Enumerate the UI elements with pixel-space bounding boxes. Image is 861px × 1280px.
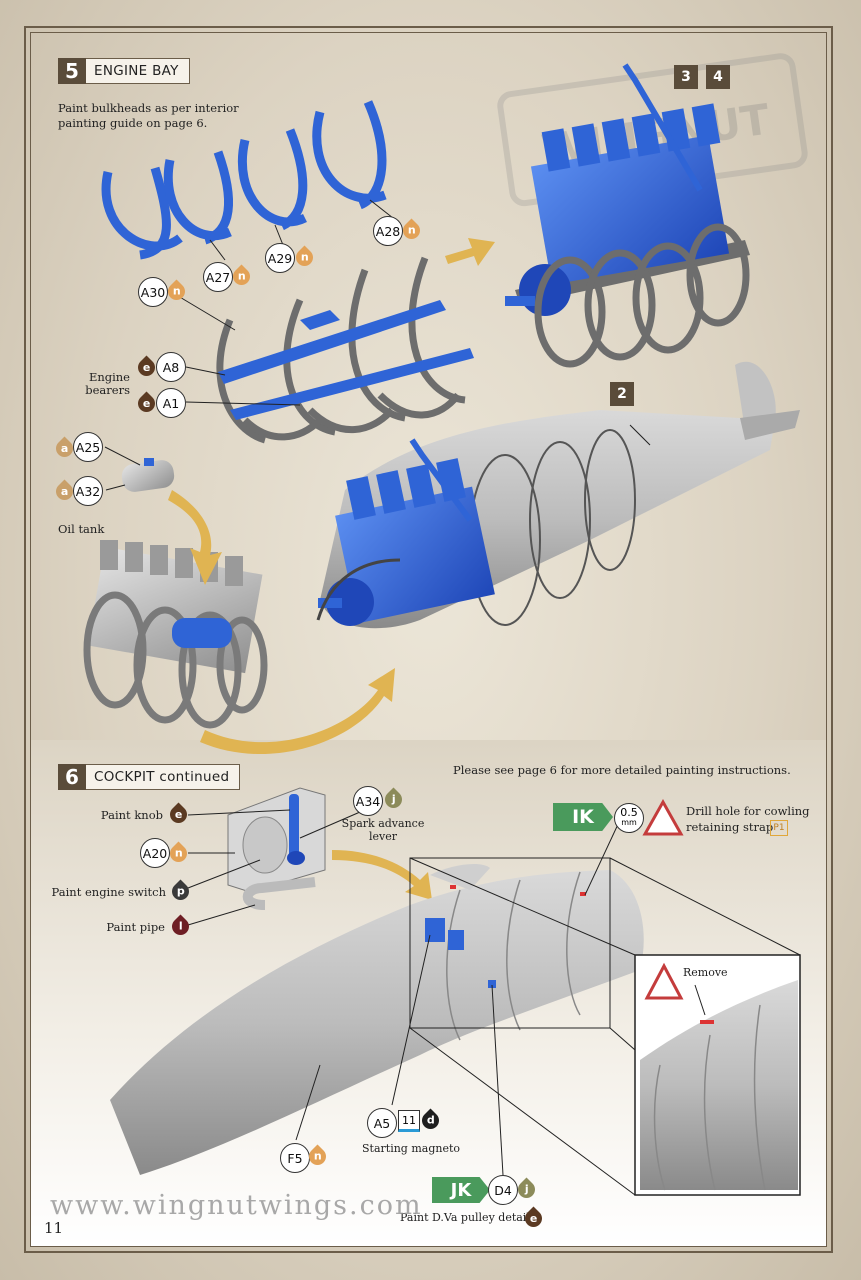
arrow-panel [332, 850, 432, 900]
jk-tag: JK [432, 1177, 490, 1203]
part-a27: A27 [203, 262, 233, 292]
step-5-note: Paint bulkheads as per interior painting… [58, 101, 239, 130]
drill-note-line1: Drill hole for cowling [686, 804, 810, 818]
drill-note-line2: retaining strap [686, 820, 774, 834]
p1-badge: P1 [770, 820, 788, 836]
drill-warning-icon [642, 798, 684, 836]
page-frame-inner [30, 32, 827, 1247]
step-5-number: 5 [58, 57, 86, 84]
cockpit-panel [227, 787, 326, 910]
part-a20: A20 [140, 838, 170, 868]
page-frame-outer [24, 26, 833, 1253]
paint-engine-switch-label: Paint engine switch [51, 885, 166, 899]
engine-bearers-label: Engine bearers [85, 370, 130, 397]
engine-bay-frame [216, 256, 466, 444]
part-a34: A34 [353, 786, 383, 816]
part-a1: A1 [156, 388, 186, 418]
part-a30: A30 [138, 277, 168, 307]
step-5-title: ENGINE BAY [94, 63, 179, 79]
bulkheads-blue [101, 100, 387, 260]
part-a25: A25 [73, 432, 103, 462]
fuselage-cockpit [110, 864, 644, 1175]
step-6-header: 6 COCKPIT continued [58, 763, 241, 790]
part-a32: A32 [73, 476, 103, 506]
callout-3: 3 [674, 65, 698, 89]
callout-4: 4 [706, 65, 730, 89]
arrow-to-fuselage [200, 668, 395, 755]
oil-tank-part [121, 458, 175, 492]
remove-label: Remove [683, 966, 728, 979]
paint-box-11: 11 [398, 1110, 420, 1132]
part-a5: A5 [367, 1108, 397, 1138]
part-d4: D4 [488, 1175, 518, 1205]
starting-magneto-label: Starting magneto [362, 1142, 461, 1155]
part-a28: A28 [373, 216, 403, 246]
step-6-number: 6 [58, 763, 86, 790]
callout-2: 2 [610, 382, 634, 406]
step-6-note: Please see page 6 for more detailed pain… [453, 763, 791, 777]
arrow-right [445, 238, 495, 266]
arrow-oil-tank [168, 490, 222, 585]
ik-tag: IK [553, 803, 613, 831]
drill-size-badge: 0.5 mm [614, 803, 644, 833]
step-6-title: COCKPIT continued [94, 769, 230, 785]
website-url: www.wingnutwings.com [50, 1190, 423, 1221]
part-a29: A29 [265, 243, 295, 273]
paint-pipe-label: Paint pipe [106, 920, 165, 934]
zoom-inset [634, 954, 801, 1196]
part-f5: F5 [280, 1143, 310, 1173]
page-number: 11 [44, 1219, 64, 1237]
pulley-label: Paint D.Va pulley detail [400, 1211, 530, 1224]
paint-knob-label: Paint knob [100, 808, 163, 822]
engine-assembled-top [505, 63, 750, 368]
fuselage-middle [316, 361, 800, 629]
spark-advance-label: Spark advance lever [341, 817, 425, 843]
oil-tank-label: Oil tank [58, 522, 105, 536]
step-5-header: 5 ENGINE BAY [58, 57, 190, 84]
engine-grey-left [83, 540, 268, 729]
part-a8: A8 [156, 352, 186, 382]
engine-bearers-blue [218, 300, 474, 420]
